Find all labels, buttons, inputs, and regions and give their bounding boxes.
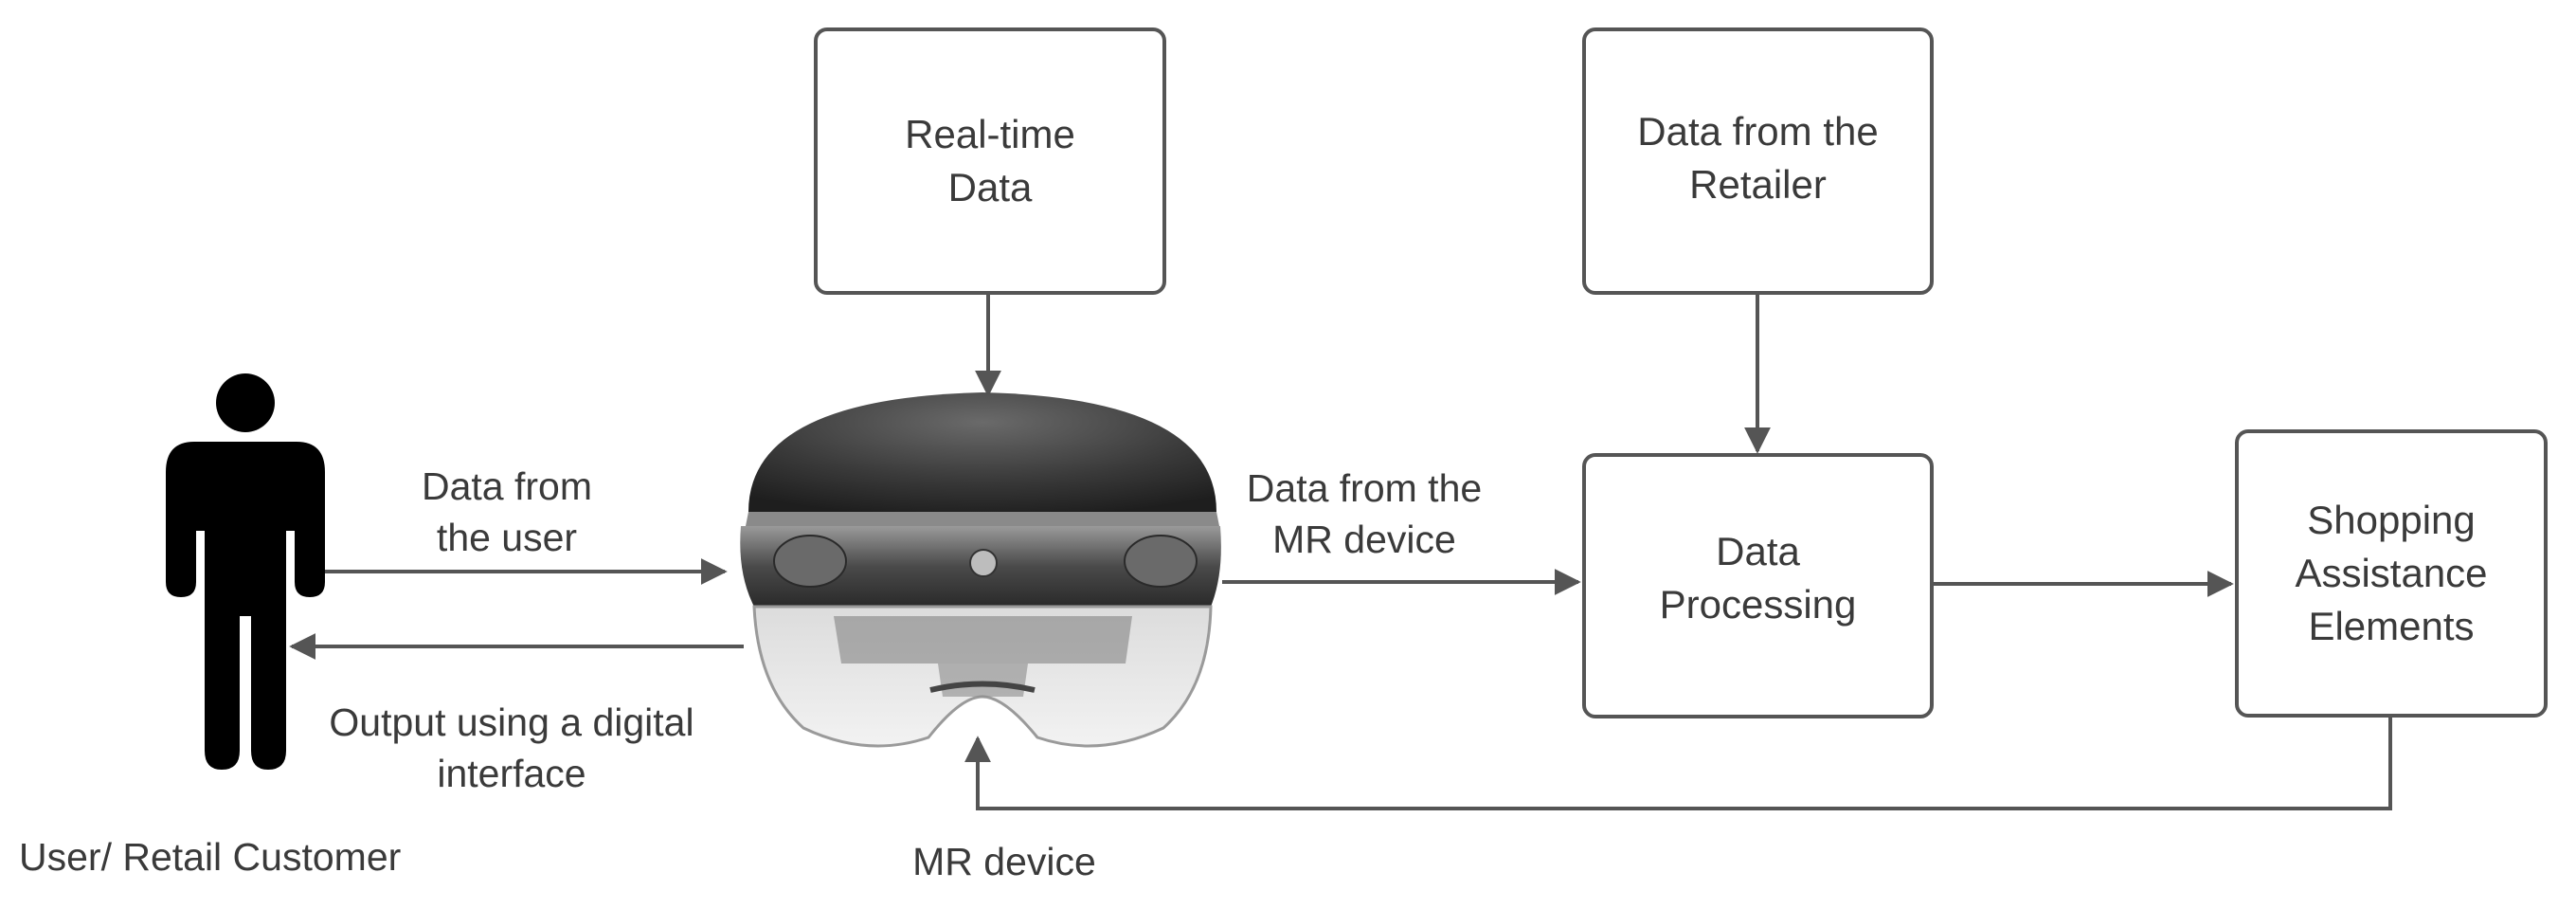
arrow-shopping-to-device	[964, 718, 2392, 810]
actor-label-device: MR device	[912, 840, 1096, 883]
box-shopping-label: Shopping Assistance Elements	[2295, 498, 2488, 648]
box-realtime-label: Real-time Data	[905, 112, 1075, 209]
edge-label-device-to-processing: Data from the MR device	[1246, 466, 1483, 561]
box-realtime-data	[814, 27, 1166, 295]
box-retailer-label: Data from the Retailer	[1637, 109, 1879, 207]
mr-headset-icon	[740, 392, 1221, 748]
edge-label-user-to-device: Data from the user	[422, 464, 592, 559]
actor-label-user: User/ Retail Customer	[19, 835, 402, 879]
person-icon	[166, 373, 325, 770]
edge-label-device-to-user: Output using a digital interface	[329, 700, 694, 795]
box-retailer-data	[1582, 27, 1934, 295]
box-processing-label: Data Processing	[1659, 529, 1857, 627]
box-data-processing	[1582, 453, 1934, 718]
box-shopping-assistance	[2235, 429, 2548, 718]
